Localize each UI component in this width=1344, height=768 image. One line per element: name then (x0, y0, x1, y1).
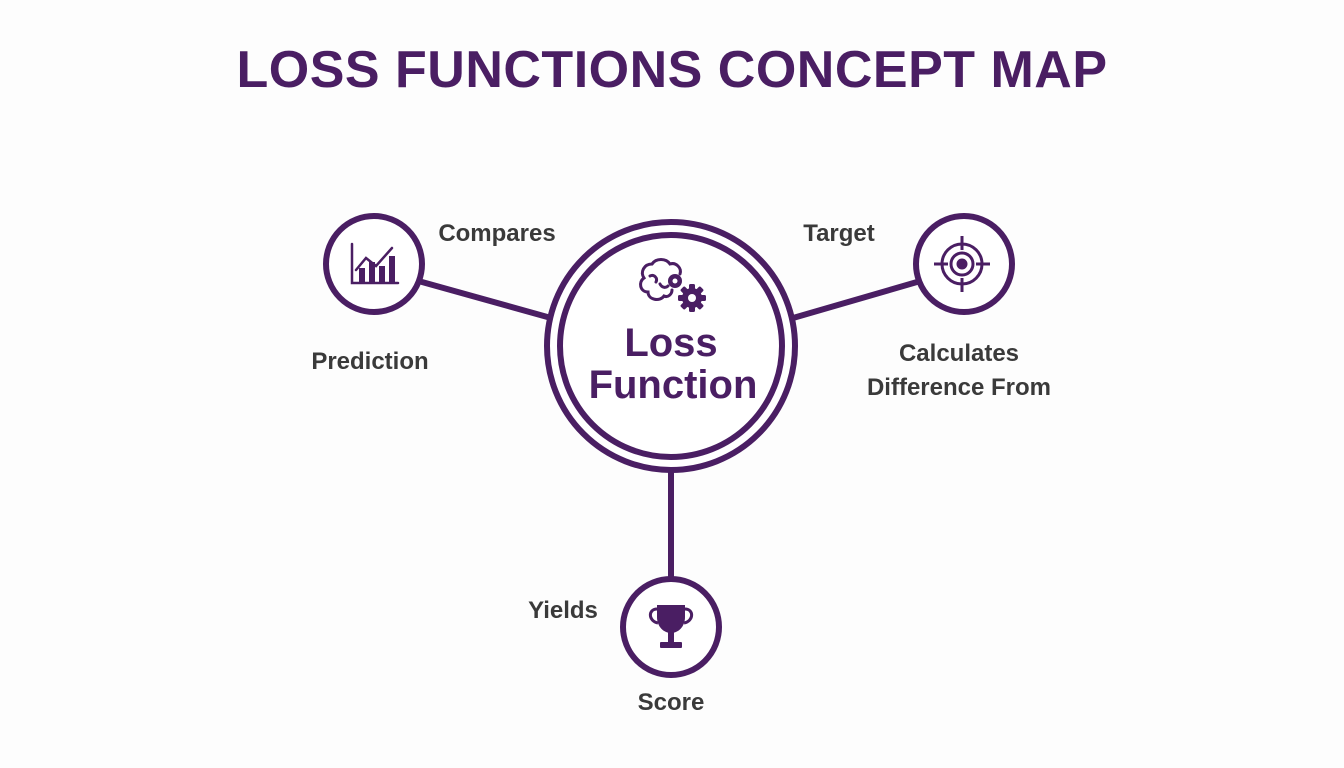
edge-label-yields: Yields (528, 597, 598, 624)
edge-compares (419, 279, 554, 321)
edge-label-target: Target (803, 220, 875, 247)
center-title-line2: Function (589, 363, 758, 407)
center-node: Loss Function (544, 219, 798, 473)
target-icon (934, 236, 990, 292)
center-title-line1: Loss (624, 321, 717, 365)
target-label-line1: Calculates (899, 340, 1019, 367)
page-title: LOSS FUNCTIONS CONCEPT MAP (236, 41, 1108, 99)
target-label-line2: Difference From (867, 374, 1051, 401)
score-node (620, 576, 722, 678)
prediction-node (323, 213, 425, 315)
brain-gears-icon (639, 258, 706, 312)
score-label: Score (638, 689, 705, 716)
target-node (913, 213, 1015, 315)
trophy-icon (648, 605, 694, 648)
edge-label-compares: Compares (438, 220, 555, 247)
edge-target (790, 279, 920, 321)
prediction-label: Prediction (311, 348, 428, 375)
bar-chart-icon (350, 242, 400, 285)
